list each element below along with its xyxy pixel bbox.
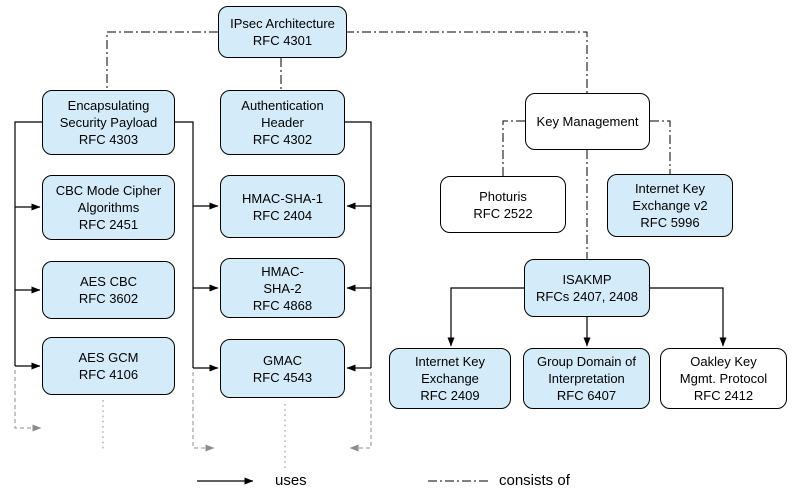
- node-label-line: RFC 3602: [78, 291, 139, 306]
- node-label-line: RFC 4301: [252, 33, 313, 48]
- node-label-line: RFC 4868: [252, 297, 313, 313]
- node-label-line: RFC 2451: [78, 217, 139, 232]
- node-cbc-mode-cipher-algorithms: CBC Mode Cipher Algorithms RFC 2451: [42, 175, 175, 240]
- node-label-line: Group Domain of: [537, 354, 636, 369]
- node-label-line: HMAC-SHA-1: [242, 190, 323, 206]
- node-hmac-sha-1: HMAC-SHA-1 RFC 2404: [220, 175, 345, 238]
- node-label-line: Oakley Key: [690, 354, 757, 369]
- node-label-line: AES CBC: [79, 274, 138, 289]
- node-oakley-key-mgmt-protocol: Oakley Key Mgmt. Protocol RFC 2412: [660, 348, 787, 409]
- node-hmac-sha-2: HMAC- SHA-2 RFC 4868: [220, 258, 345, 318]
- node-label-line: RFC 4543: [252, 369, 313, 385]
- node-label-line: RFC 2404: [252, 207, 313, 223]
- node-gmac: GMAC RFC 4543: [220, 339, 345, 398]
- node-label-line: RFC 4302: [252, 132, 313, 147]
- node-label-line: RFC 4106: [78, 367, 139, 382]
- node-encapsulating-security-payload: Encapsulating Security Payload RFC 4303: [42, 90, 175, 155]
- legend-uses-label: uses: [275, 472, 307, 489]
- node-isakmp: ISAKMP RFCs 2407, 2408: [524, 259, 650, 317]
- node-label-line: Internet Key: [414, 354, 486, 369]
- node-authentication-header: Authentication Header RFC 4302: [220, 90, 345, 155]
- node-label-line: ISAKMP: [562, 272, 612, 287]
- node-ipsec-architecture: IPsec Architecture RFC 4301: [218, 6, 347, 58]
- node-label-line: RFC 2409: [420, 388, 480, 403]
- node-label-line: SHA-2: [263, 280, 302, 296]
- node-group-domain-of-interpretation: Group Domain of Interpretation RFC 6407: [523, 348, 650, 409]
- node-internet-key-exchange: Internet Key Exchange RFC 2409: [389, 348, 511, 409]
- node-label-line: RFC 2522: [473, 205, 533, 221]
- node-aes-gcm: AES GCM RFC 4106: [42, 337, 175, 395]
- node-label-line: HMAC-: [261, 263, 304, 279]
- legend-consists-of-label: consists of: [499, 472, 570, 489]
- node-label-line: Internet Key: [634, 181, 706, 196]
- node-label-line: CBC Mode Cipher: [55, 183, 162, 198]
- node-label-line: RFCs 2407, 2408: [536, 289, 638, 304]
- node-label-line: Interpretation: [548, 371, 625, 386]
- node-label-line: Header: [261, 115, 304, 130]
- node-label-line: Encapsulating: [67, 98, 150, 113]
- node-label-line: Exchange: [421, 371, 479, 386]
- node-label-line: Key Management: [536, 114, 639, 129]
- node-aes-cbc: AES CBC RFC 3602: [42, 261, 175, 319]
- node-label-line: Mgmt. Protocol: [679, 371, 768, 386]
- node-label-line: RFC 4303: [78, 132, 139, 147]
- uses-connectors: [14, 121, 727, 372]
- node-label-line: IPsec Architecture: [230, 16, 335, 31]
- node-label-line: AES GCM: [78, 350, 139, 365]
- node-label-line: Security Payload: [59, 115, 158, 130]
- node-label-line: Authentication: [241, 98, 324, 113]
- node-label-line: RFC 2412: [693, 388, 754, 403]
- node-internet-key-exchange-v2: Internet Key Exchange v2 RFC 5996: [607, 174, 733, 237]
- node-photuris: Photuris RFC 2522: [440, 176, 566, 233]
- node-label-line: RFC 6407: [556, 388, 617, 403]
- node-key-management: Key Management: [525, 93, 650, 150]
- node-label-line: GMAC: [263, 352, 302, 368]
- node-label-line: Exchange v2: [632, 198, 708, 213]
- node-label-line: RFC 5996: [640, 215, 700, 230]
- node-label-line: Photuris: [479, 188, 527, 204]
- consists-of-connectors: [106, 31, 671, 259]
- node-label-line: Algorithms: [77, 200, 140, 215]
- continuation-connectors: [14, 370, 372, 468]
